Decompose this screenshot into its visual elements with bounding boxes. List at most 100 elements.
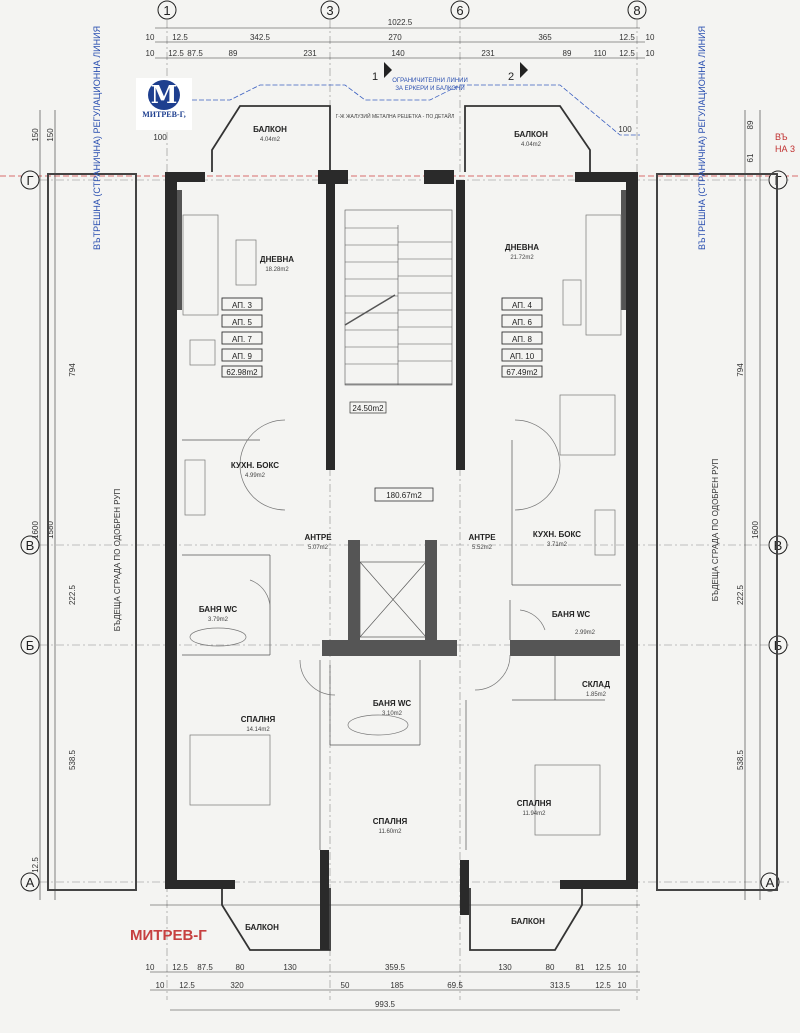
future-building-left: БЪДЕЩА СГРАДА ПО ОДОБРЕН РУП — [113, 489, 122, 632]
dim: 87.5 — [197, 963, 213, 972]
dim: 231 — [481, 49, 495, 58]
dim: 12.5 — [179, 981, 195, 990]
regulation-line-right: ВЪТРЕШНА (СТРАНИЧНА) РЕГУЛАЦИОННА ЛИНИЯ — [697, 26, 707, 250]
room-balcony-top-right: БАЛКОН — [514, 130, 548, 139]
room-area: 21.72m2 — [510, 255, 534, 261]
dim: 100 — [618, 125, 632, 134]
dim: 10 — [146, 49, 155, 58]
room-bath-mid: БАНЯ WC — [373, 699, 412, 708]
room-balcony-bottom-right: БАЛКОН — [511, 917, 545, 926]
room-area: 11.60m2 — [379, 829, 403, 835]
dim: 140 — [391, 49, 405, 58]
grid-bubbles — [20, 0, 788, 892]
logo-mark: M — [148, 80, 180, 110]
room-area: 2.99m2 — [575, 630, 596, 636]
section-marker-1 — [384, 62, 392, 78]
room-bath-left: БАНЯ WC — [199, 605, 238, 614]
dim: 12.5 — [172, 963, 188, 972]
room-balcony-top-left: БАЛКОН — [253, 125, 287, 134]
room-area: 18.28m2 — [265, 267, 289, 273]
room-area: 5.52m2 — [472, 545, 493, 551]
dim: 69.5 — [447, 981, 463, 990]
dim: 10 — [146, 963, 155, 972]
room-area: 3.79m2 — [208, 617, 229, 623]
room-hall-right: АНТРЕ — [468, 533, 496, 542]
room-bath-right: БАНЯ WC — [552, 610, 591, 619]
apartment-label: АП. 7 — [232, 335, 252, 344]
dim: 12.5 — [31, 857, 40, 873]
axis-g: Г — [26, 173, 33, 188]
company-logo: M МИТРЕВ-Г, — [136, 78, 192, 130]
dim: 61 — [746, 153, 755, 162]
dim-total-top: 1022.5 — [388, 18, 413, 27]
dim: 10 — [618, 981, 627, 990]
apartment-area-left: 62.98m2 — [226, 368, 258, 377]
dim: 222.5 — [68, 584, 77, 605]
apartment-label: АП. 9 — [232, 352, 252, 361]
dim: 87.5 — [187, 49, 203, 58]
dim: 222.5 — [736, 584, 745, 605]
section-label-1: 1 — [372, 71, 378, 83]
dim-total-bottom: 993.5 — [375, 1000, 396, 1009]
room-area: 3.10m2 — [382, 711, 403, 717]
room-kitchen-left: КУХН. БОКС — [231, 461, 279, 470]
room-balcony-bottom-left: БАЛКОН — [245, 923, 279, 932]
future-building-right: БЪДЕЩА СГРАДА ПО ОДОБРЕН РУП — [711, 459, 720, 602]
dim: 365 — [538, 33, 552, 42]
apartment-label: АП. 3 — [232, 301, 252, 310]
dim: 130 — [283, 963, 297, 972]
dim: 12.5 — [595, 963, 611, 972]
dim: 794 — [736, 363, 745, 377]
room-area: 4.04m2 — [521, 142, 542, 148]
balcony-top-right — [464, 105, 591, 172]
neighbor-building-left — [47, 173, 137, 891]
dim: 12.5 — [619, 33, 635, 42]
regulation-line-left: ВЪТРЕШНА (СТРАНИЧНА) РЕГУЛАЦИОННА ЛИНИЯ — [92, 26, 102, 250]
dim: 89 — [229, 49, 238, 58]
room-storage: СКЛАД — [582, 680, 610, 689]
room-bed-mid: СПАЛНЯ — [373, 817, 408, 826]
dim: 81 — [576, 963, 585, 972]
apartment-label: АП. 5 — [232, 318, 252, 327]
red-note: ВЪ — [775, 132, 788, 142]
dim: 110 — [594, 49, 607, 58]
limit-lines-note: ОГРАНИЧИТЕЛНИ ЛИНИИ — [392, 78, 468, 84]
dim: 185 — [390, 981, 404, 990]
dim: 320 — [230, 981, 244, 990]
room-living-right: ДНЕВНА — [505, 243, 539, 252]
logo-text: МИТРЕВ-Г, — [142, 110, 186, 119]
room-bed-left: СПАЛНЯ — [241, 715, 276, 724]
dim: 270 — [388, 33, 402, 42]
axis-8: 8 — [633, 3, 640, 18]
apartment-label: АП. 6 — [512, 318, 532, 327]
dim: 538.5 — [736, 749, 745, 770]
watermark: МИТРЕВ-Г — [130, 927, 207, 944]
section-label-2: 2 — [508, 71, 514, 83]
balcony-top-left — [211, 105, 331, 172]
dim: 313.5 — [550, 981, 571, 990]
dim: 10 — [646, 49, 655, 58]
dim: 50 — [341, 981, 350, 990]
room-area: 1.85m2 — [586, 692, 607, 698]
dim: 10 — [146, 33, 155, 42]
axis-1: 1 — [163, 3, 170, 18]
dim: 150 — [31, 128, 40, 142]
limit-lines-note-2: ЗА ЕРКЕРИ И БАЛКОНИ — [395, 86, 464, 92]
axis-v: В — [26, 538, 35, 553]
dim: 12.5 — [172, 33, 188, 42]
balcony-bottom-left — [221, 888, 331, 951]
dim: 80 — [236, 963, 245, 972]
stair-area: 24.50m2 — [352, 404, 384, 413]
dim: 150 — [46, 128, 55, 142]
dim: 794 — [68, 363, 77, 377]
floor-total-area: 180.67m2 — [386, 491, 422, 500]
dim: 342.5 — [250, 33, 271, 42]
room-area: 4.04m2 — [260, 137, 281, 143]
railing-note: Г-Ж ЖАЛУЗИЙ МЕТАЛНА РЕШЕТКА - ПО ДЕТАЙЛ — [336, 112, 455, 120]
apartment-label: АП. 4 — [512, 301, 532, 310]
apartment-label: АП. 10 — [510, 352, 535, 361]
dim: 231 — [303, 49, 317, 58]
dim: 12.5 — [595, 981, 611, 990]
apartment-area-right: 67.49m2 — [506, 368, 538, 377]
dim: 89 — [746, 120, 755, 129]
